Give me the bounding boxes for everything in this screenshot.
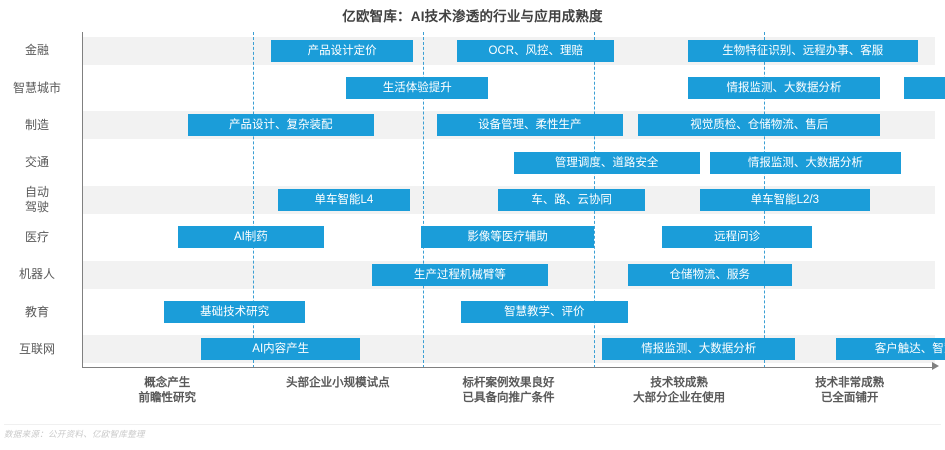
category-label-0: 金融 [0, 43, 74, 58]
x-axis-line [82, 367, 935, 368]
gridline [252, 32, 254, 368]
maturity-bar[interactable]: 情报监测、大数据分析 [709, 151, 901, 174]
stage-label-line: 技术较成熟 [650, 377, 708, 389]
x-axis-arrow-icon [932, 362, 939, 370]
stage-label-line: 标杆案例效果良好 [462, 377, 555, 389]
category-label-5: 医疗 [0, 230, 74, 245]
maturity-bar[interactable]: 情报监测、大数据分析 [687, 77, 881, 99]
category-label-6: 机器人 [0, 267, 74, 282]
maturity-bar[interactable]: 单车智能L4 [278, 189, 410, 211]
category-label-line: 驾驶 [24, 200, 49, 214]
maturity-bar[interactable]: 安防 [904, 77, 945, 99]
maturity-bar[interactable]: 单车智能L2/3 [699, 189, 871, 211]
stage-label-3: 技术较成熟大部分企业在使用 [589, 376, 769, 405]
category-label-line: 教育 [24, 304, 49, 319]
category-label-8: 互联网 [0, 342, 74, 357]
gridline [423, 32, 425, 368]
maturity-bar[interactable]: 产品设计、复杂装配 [187, 114, 374, 137]
stage-label-line: 大部分企业在使用 [633, 391, 726, 404]
maturity-bar[interactable]: 生产过程机械臂等 [372, 263, 548, 286]
category-label-line: 金融 [24, 43, 49, 58]
stage-label-line: 技术非常成熟 [815, 377, 885, 389]
maturity-bar[interactable]: AI内容产生 [201, 338, 361, 361]
stage-label-line: 头部企业小规模试点 [286, 377, 390, 389]
category-label-line: 交通 [24, 155, 49, 170]
maturity-bar[interactable]: AI制药 [177, 226, 325, 249]
category-label-7: 教育 [0, 305, 74, 320]
stage-label-0: 概念产生前瞻性研究 [77, 376, 257, 405]
maturity-bar[interactable]: 智慧教学、评价 [460, 301, 628, 323]
maturity-bar[interactable]: 产品设计定价 [271, 39, 413, 62]
stage-label-4: 技术非常成熟已全面铺开 [760, 376, 940, 405]
maturity-bar[interactable]: 远程问诊 [662, 226, 813, 249]
maturity-bar[interactable]: 视觉质检、仓储物流、售后 [638, 114, 881, 137]
category-label-line: 制造 [24, 117, 49, 132]
stage-label-line: 已具备向推广条件 [462, 391, 555, 404]
page-title: 亿欧智库：AI技术渗透的行业与应用成熟度 [342, 9, 603, 24]
category-label-line: 智慧城市 [12, 80, 61, 95]
stage-label-1: 头部企业小规模试点 [248, 376, 428, 391]
maturity-bar[interactable]: 生物特征识别、远程办事、客服 [687, 39, 918, 62]
stage-label-line: 已全面铺开 [820, 391, 879, 404]
maturity-bar[interactable]: OCR、风控、理赔 [457, 39, 615, 62]
category-label-2: 制造 [0, 118, 74, 133]
maturity-bar[interactable]: 仓储物流、服务 [627, 263, 792, 286]
category-label-3: 交通 [0, 155, 74, 170]
category-label-line: 机器人 [18, 267, 55, 282]
category-label-line: 医疗 [24, 229, 49, 244]
maturity-bar[interactable]: 设备管理、柔性生产 [436, 114, 623, 137]
category-label-line: 自动 [24, 185, 49, 199]
stage-label-2: 标杆案例效果良好已具备向推广条件 [419, 376, 599, 405]
maturity-bar[interactable]: 生活体验提升 [346, 77, 489, 99]
category-label-4: 自动驾驶 [0, 185, 74, 215]
maturity-bar[interactable]: 车、路、云协同 [498, 189, 645, 211]
maturity-bar[interactable]: 影像等医疗辅助 [421, 226, 594, 249]
category-label-1: 智慧城市 [0, 81, 74, 96]
category-label-line: 互联网 [18, 341, 55, 356]
source-note: 数据来源：公开资料、亿欧智库整理 [4, 429, 145, 439]
maturity-bar[interactable]: 基础技术研究 [163, 301, 306, 323]
stage-label-line: 前瞻性研究 [138, 391, 197, 404]
footer-divider [4, 424, 941, 425]
stage-label-line: 概念产生 [144, 377, 191, 389]
y-axis-line [82, 32, 83, 368]
maturity-bar[interactable]: 客户触达、智慧营销 [836, 338, 945, 361]
maturity-bar[interactable]: 情报监测、大数据分析 [602, 338, 796, 361]
maturity-bar[interactable]: 管理调度、道路安全 [513, 151, 700, 174]
